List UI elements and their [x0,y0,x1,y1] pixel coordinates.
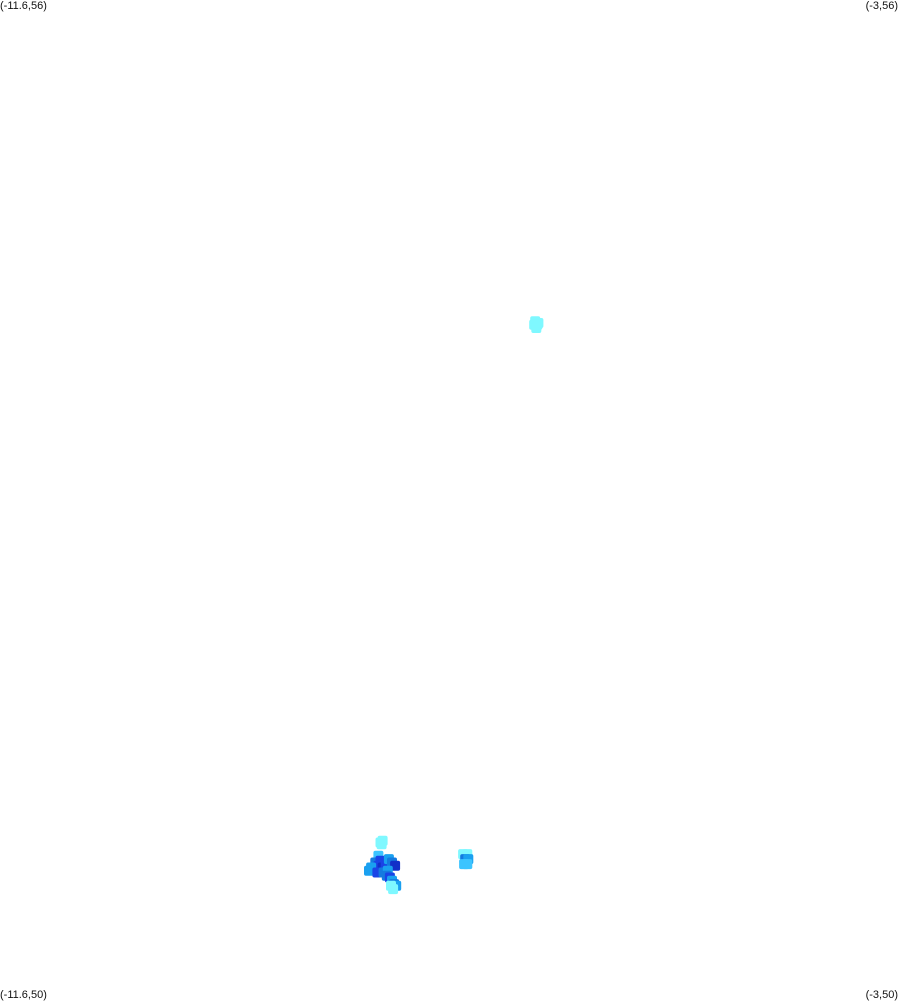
intensity-cell [364,865,374,876]
intensity-cell [462,859,473,870]
corner-label-bottom-right: (-3,50) [865,989,898,1001]
corner-label-top-left: (-11.6,56) [0,0,47,12]
intensity-cell [531,323,542,333]
corner-label-top-right: (-3,56) [865,0,898,12]
intensity-cell [376,839,387,850]
corner-label-bottom-left: (-11.6,50) [0,989,47,1001]
intensity-cell [388,884,399,895]
